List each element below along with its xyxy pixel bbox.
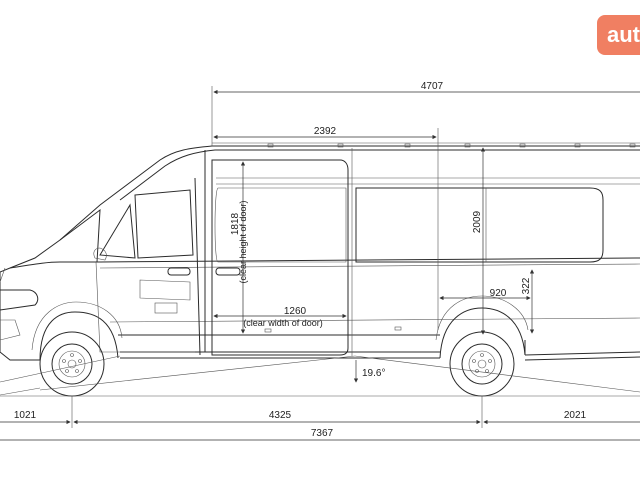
side-mirror [93,247,107,261]
roof-rail-marks [267,143,636,148]
cab-door-handle [167,267,191,276]
dim-overall-top: 4707 [211,81,640,146]
dim-door-height: 1818 (clear height of door) [230,161,248,334]
dim-7367-label: 7367 [311,428,334,439]
dim-door-width: 1260 (clear width of door) [213,306,347,328]
dim-1021-label: 1021 [14,410,37,421]
dim-door-section: 2392 [213,126,439,330]
dim-wheel-arch-width: 920 [439,288,531,301]
side-marker-lights [264,326,402,333]
ground-and-angle-lines [0,355,640,397]
dim-wheel-arch-height: 322 [521,269,535,334]
dim-2392-label: 2392 [314,126,337,137]
cab-door-rear-edge [194,177,201,356]
seat-outline [139,279,191,301]
logo-text: aut [607,22,640,47]
dim-4707-label: 4707 [421,81,444,92]
cab-side-window [134,189,194,259]
dim-bottom-chain: 1021 4325 2021 [0,396,640,428]
front-quarter-window [99,203,136,259]
van-outline [0,142,640,361]
windshield-line [59,208,101,263]
sliding-door-handle [215,267,241,276]
dim-interior-height: 2009 [472,147,486,335]
dim-overall-length: 7367 [0,428,640,441]
cab-door-outline [95,261,195,353]
dim-door-width-caption: (clear width of door) [243,318,323,328]
dim-1818-label: 1818 [230,212,241,235]
dim-2009-label: 2009 [472,210,483,233]
dim-ramp-angle: 19.6° [353,360,385,383]
rear-side-window [355,187,604,263]
dim-2021-label: 2021 [564,410,587,421]
dim-1260-label: 1260 [284,306,307,317]
cab-section [59,150,206,356]
autoria-logo-badge: aut [597,15,640,55]
dim-920-label: 920 [490,288,507,299]
dim-322-label: 322 [521,277,532,294]
dim-door-height-caption: (clear height of door) [238,200,248,283]
dim-4325-label: 4325 [269,410,292,421]
rear-wheel [449,331,515,397]
dim-angle-label: 19.6° [362,368,385,379]
